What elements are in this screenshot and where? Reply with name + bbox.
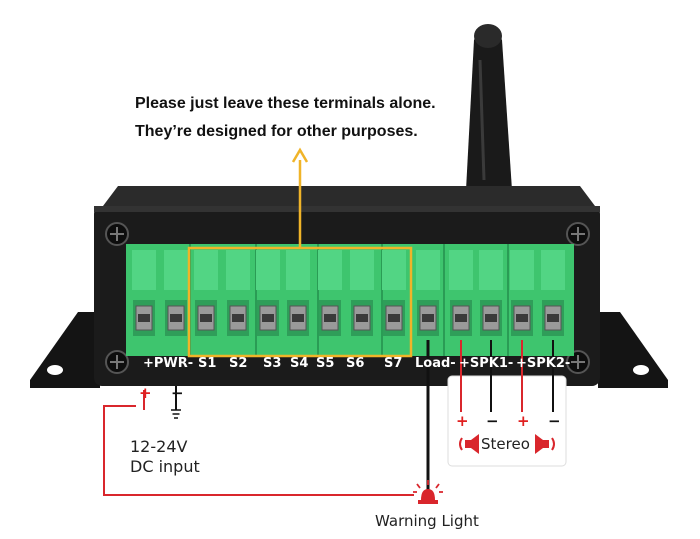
stereo-label: Stereo xyxy=(481,435,530,453)
speaker-left-icon xyxy=(459,434,479,454)
screw-icon xyxy=(105,350,129,374)
power-minus-sign: − xyxy=(171,384,184,402)
terminal-screw xyxy=(256,250,280,336)
power-wires xyxy=(103,386,414,496)
terminal-screw xyxy=(479,250,503,336)
terminal-label-s4: S4 xyxy=(290,356,309,371)
note-line-2: They’re designed for other purposes. xyxy=(135,123,418,140)
speaker-wires xyxy=(460,340,554,412)
mounting-ear-right xyxy=(598,312,668,388)
terminal-screw xyxy=(350,250,374,336)
device-top xyxy=(100,186,598,210)
red-wire xyxy=(103,405,414,496)
terminal-label-s6: S6 xyxy=(346,356,365,371)
terminals-note: Please just leave these terminals alone.… xyxy=(0,90,700,146)
power-plus-sign: + xyxy=(139,384,152,402)
terminal-label-spk1: +SPK1- xyxy=(459,356,514,371)
terminal-screw xyxy=(226,250,250,336)
spk2-minus-sign: − xyxy=(548,412,561,430)
terminal-screw xyxy=(449,250,473,336)
spk2-plus-sign: + xyxy=(517,412,530,430)
terminal-label-load: Load- xyxy=(415,356,456,371)
terminal-screw xyxy=(132,250,156,336)
screw-icon xyxy=(566,350,590,374)
terminal-screw xyxy=(318,250,342,336)
power-label-line-2: DC input xyxy=(130,457,200,476)
terminal-block xyxy=(126,244,574,356)
terminal-screw xyxy=(194,250,218,336)
terminal-label-s7: S7 xyxy=(384,356,403,371)
warning-light-label: Warning Light xyxy=(375,512,479,530)
spk1-minus-sign: − xyxy=(486,412,499,430)
terminal-label-s5: S5 xyxy=(316,356,335,371)
screw-icon xyxy=(566,222,590,246)
mounting-ear-left xyxy=(30,312,100,388)
terminal-screw xyxy=(286,250,310,336)
terminal-label-s3: S3 xyxy=(263,356,282,371)
terminal-screw xyxy=(510,250,534,336)
power-label-line-1: 12-24V xyxy=(130,437,188,456)
terminal-label-s1: S1 xyxy=(198,356,217,371)
terminal-screw xyxy=(416,250,440,336)
power-label: 12-24V DC input xyxy=(130,437,200,477)
spk1-plus-sign: + xyxy=(456,412,469,430)
terminal-screw xyxy=(382,250,406,336)
screw-icon xyxy=(105,222,129,246)
terminal-screw xyxy=(541,250,565,336)
speaker-right-icon xyxy=(535,434,555,454)
warning-light-icon xyxy=(413,480,443,504)
terminal-screw xyxy=(164,250,188,336)
terminal-label-pwr: +PWR- xyxy=(143,356,194,371)
note-line-1: Please just leave these terminals alone. xyxy=(135,95,436,112)
terminal-label-spk2: +SPK2- xyxy=(516,356,571,371)
antenna xyxy=(466,26,512,190)
terminal-label-s2: S2 xyxy=(229,356,248,371)
